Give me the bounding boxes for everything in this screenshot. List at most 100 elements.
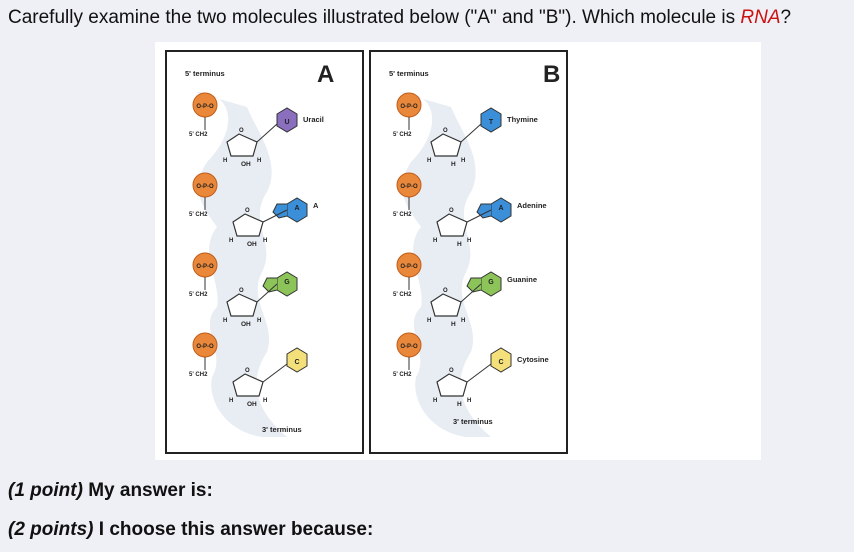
sugar-h: H <box>263 398 267 404</box>
sugar-h: H <box>427 318 431 324</box>
ch2-label: 5' CH2 <box>189 292 208 298</box>
glycosidic-bond <box>256 123 278 143</box>
phosphate-label: O-P-O <box>196 104 214 110</box>
ring-oxygen: O <box>245 208 250 214</box>
base-name: Uracil <box>303 115 324 124</box>
sugar-ring <box>232 213 264 237</box>
ring-oxygen: O <box>245 368 250 374</box>
ring-oxygen: O <box>239 128 244 134</box>
sugar-h: H <box>433 238 437 244</box>
base-code: U <box>284 119 289 126</box>
ch2-label: 5' CH2 <box>189 132 208 138</box>
base-name: Adenine <box>517 201 547 210</box>
base-ring-small <box>466 277 482 293</box>
hydroxyl-label: OH <box>247 241 257 248</box>
base-ring <box>286 347 308 373</box>
sugar-h: H <box>461 158 465 164</box>
sugar-ring <box>226 133 258 157</box>
sugar-ring <box>436 213 468 237</box>
ring-oxygen: O <box>449 368 454 374</box>
sugar-h: H <box>223 158 227 164</box>
phosphate-label: O-P-O <box>400 104 418 110</box>
phosphate-label: O-P-O <box>196 264 214 270</box>
phosphate-label: O-P-O <box>400 344 418 350</box>
sugar-ring <box>430 133 462 157</box>
base-name: Thymine <box>507 115 538 124</box>
hydroxyl-label: OH <box>247 401 257 408</box>
rna-highlight: RNA <box>740 7 781 28</box>
reason-points: (2 points) <box>8 519 94 540</box>
ch2-label: 5' CH2 <box>393 292 412 298</box>
base-code: A <box>294 205 299 212</box>
sugar-ring <box>436 373 468 397</box>
answer-label: My answer is: <box>82 480 213 501</box>
hydroxyl-label: OH <box>241 161 251 168</box>
ring-oxygen: O <box>239 288 244 294</box>
glycosidic-bond <box>466 363 492 383</box>
backbone-band <box>195 92 287 437</box>
question-text: Carefully examine the two molecules illu… <box>8 6 791 30</box>
sugar-h: H <box>467 238 471 244</box>
sugar-ring <box>430 293 462 317</box>
ring-oxygen: O <box>443 288 448 294</box>
ch2-label: 5' CH2 <box>189 212 208 218</box>
question-prefix: Carefully examine the two molecules illu… <box>8 7 741 28</box>
base-ring-small <box>476 203 492 219</box>
sugar-h: H <box>229 398 233 404</box>
base-name: A <box>313 201 319 210</box>
base-code: C <box>498 359 503 366</box>
phosphate-label: O-P-O <box>400 184 418 190</box>
sugar-ring <box>232 373 264 397</box>
base-ring-small <box>262 277 278 293</box>
ring-oxygen: O <box>443 128 448 134</box>
sugar-h: H <box>257 158 261 164</box>
glycosidic-bond <box>256 283 278 303</box>
sugar-h: H <box>467 398 471 404</box>
base-ring <box>480 107 502 133</box>
ch2-label: 5' CH2 <box>393 372 412 378</box>
phosphate-label: O-P-O <box>400 264 418 270</box>
sugar-h: H <box>263 238 267 244</box>
base-ring <box>276 107 298 133</box>
sugar-ring <box>226 293 258 317</box>
base-ring <box>490 347 512 373</box>
phosphate-label: O-P-O <box>196 184 214 190</box>
three-prime-label: 3' terminus <box>262 425 302 434</box>
panel-letter: A <box>317 61 334 88</box>
phosphate-label: O-P-O <box>196 344 214 350</box>
five-prime-label: 5' terminus <box>185 69 225 78</box>
glycosidic-bond <box>262 209 288 223</box>
deoxy-h-label: H <box>457 401 462 408</box>
base-name: Guanine <box>507 275 537 284</box>
base-code: T <box>489 119 494 126</box>
question-suffix: ? <box>780 7 792 28</box>
sugar-h: H <box>229 238 233 244</box>
sugar-h: H <box>433 398 437 404</box>
sugar-h: H <box>257 318 261 324</box>
base-code: A <box>498 205 503 212</box>
base-code: C <box>294 359 299 366</box>
ring-oxygen: O <box>449 208 454 214</box>
hydroxyl-label: OH <box>241 321 251 328</box>
base-code: G <box>488 279 494 286</box>
three-prime-label: 3' terminus <box>453 417 493 426</box>
backbone-band <box>399 92 491 437</box>
base-code: G <box>284 279 290 286</box>
five-prime-label: 5' terminus <box>389 69 429 78</box>
reason-label: I choose this answer because: <box>93 519 374 540</box>
sugar-h: H <box>461 318 465 324</box>
ch2-label: 5' CH2 <box>393 132 412 138</box>
answer-points: (1 point) <box>8 480 83 501</box>
glycosidic-bond <box>466 209 492 223</box>
deoxy-h-label: H <box>451 161 456 168</box>
ch2-label: 5' CH2 <box>189 372 208 378</box>
glycosidic-bond <box>460 283 482 303</box>
panel-letter: B <box>543 61 560 88</box>
base-ring-small <box>272 203 288 219</box>
reason-prompt: (2 points) I choose this answer because: <box>8 519 373 541</box>
deoxy-h-label: H <box>457 241 462 248</box>
